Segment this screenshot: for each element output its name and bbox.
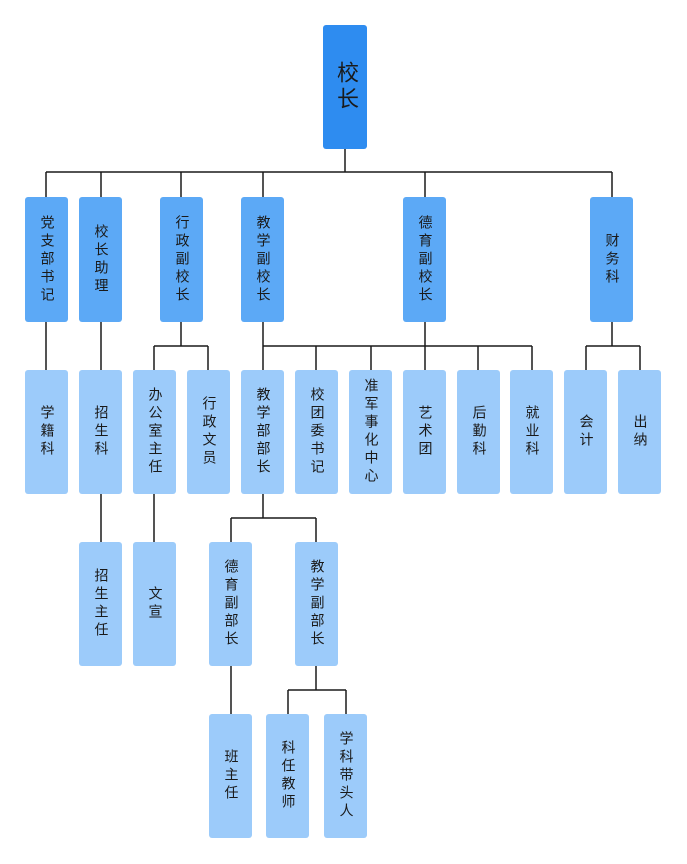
node-youth-league-secretary[interactable]: 校团委书记 [295,370,338,494]
node-label: 班主任 [222,749,239,803]
node-finance[interactable]: 财务科 [590,197,633,322]
node-logistics[interactable]: 后勤科 [457,370,500,494]
node-label: 德育副校长 [416,214,433,305]
node-label: 文宣 [146,586,163,622]
node-label: 艺术团 [416,405,433,459]
node-student-records[interactable]: 学籍科 [25,370,68,494]
node-label: 后勤科 [470,405,487,459]
node-admin-clerk[interactable]: 行政文员 [187,370,230,494]
node-military-center[interactable]: 准军事化中心 [349,370,392,494]
node-subject-leader[interactable]: 学科带头人 [324,714,367,838]
node-teaching-dept-head[interactable]: 教学部部长 [241,370,284,494]
node-label: 党支部书记 [38,214,55,305]
node-moral-deputy-head[interactable]: 德育副部长 [209,542,252,666]
node-office-director[interactable]: 办公室主任 [133,370,176,494]
node-admissions[interactable]: 招生科 [79,370,122,494]
node-label: 行政文员 [200,396,217,468]
node-label: 行政副校长 [173,214,190,305]
node-label: 科任教师 [279,740,296,812]
node-label: 招生主任 [92,568,109,640]
node-label: 准军事化中心 [362,378,379,486]
node-employment[interactable]: 就业科 [510,370,553,494]
node-accounting[interactable]: 会计 [564,370,607,494]
node-label: 教学副校长 [254,214,271,305]
node-label: 出纳 [631,414,648,450]
node-label: 财务科 [603,232,620,287]
node-label: 就业科 [523,405,540,459]
node-label: 招生科 [92,405,109,459]
node-label: 校团委书记 [308,387,325,477]
node-principal[interactable]: 校长 [323,25,367,149]
node-label: 会计 [577,414,594,450]
node-publicity[interactable]: 文宣 [133,542,176,666]
node-cashier[interactable]: 出纳 [618,370,661,494]
node-teaching-deputy-head[interactable]: 教学副部长 [295,542,338,666]
node-admin-vice-principal[interactable]: 行政副校长 [160,197,203,322]
node-teaching-vice-principal[interactable]: 教学副校长 [241,197,284,322]
node-label: 校长助理 [92,223,109,296]
node-arts-troupe[interactable]: 艺术团 [403,370,446,494]
node-subject-teacher[interactable]: 科任教师 [266,714,309,838]
node-moral-vice-principal[interactable]: 德育副校长 [403,197,446,322]
node-admissions-director[interactable]: 招生主任 [79,542,122,666]
node-label: 学籍科 [38,405,55,459]
node-label: 德育副部长 [222,559,239,649]
node-label: 教学副部长 [308,559,325,649]
node-principal-label: 校长 [333,61,358,113]
node-label: 学科带头人 [337,731,354,821]
node-label: 办公室主任 [146,387,163,477]
node-assistant-principal[interactable]: 校长助理 [79,197,122,322]
node-label: 教学部部长 [254,387,271,477]
node-party-secretary[interactable]: 党支部书记 [25,197,68,322]
node-class-teacher[interactable]: 班主任 [209,714,252,838]
